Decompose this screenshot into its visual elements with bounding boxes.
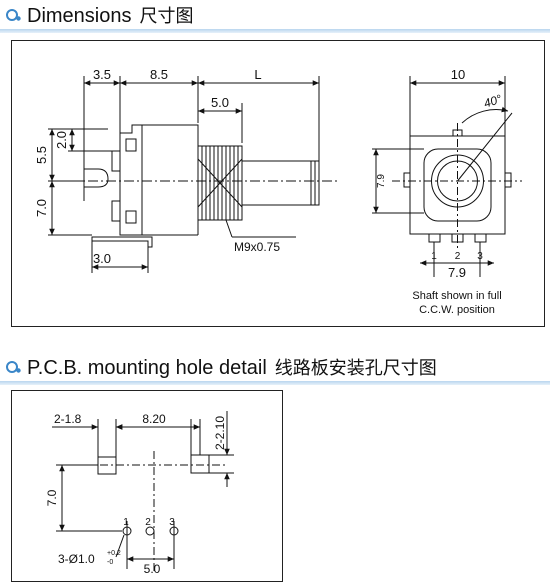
dim-L: L <box>254 67 261 82</box>
note-line-1: Shaft shown in full <box>412 290 501 302</box>
pcb-drawing: 2-1.8 8.20 2-2.10 7.0 1 2 3 3-Ø1.0 +0.2 … <box>45 411 234 576</box>
header-rule <box>0 381 550 385</box>
pcb-dim-2-2-10: 2-2.10 <box>213 416 227 450</box>
bullet-icon <box>6 361 21 373</box>
dim-10: 10 <box>451 67 465 82</box>
note-line-2: C.C.W. position <box>419 304 495 316</box>
pcb-hole-spec: 3-Ø1.0 <box>58 552 95 566</box>
angle-40: 40° <box>482 92 504 111</box>
dim-5-0: 5.0 <box>211 95 229 110</box>
dim-7-0: 7.0 <box>34 199 49 217</box>
dim-5-5: 5.5 <box>34 146 49 164</box>
dimensions-panel: 3.5 8.5 L 5.0 5.5 2.0 7.0 3.0 M9x0.75 10… <box>11 40 545 327</box>
pcb-dim-8-20: 8.20 <box>142 412 166 426</box>
bullet-icon <box>6 9 21 21</box>
pcb-tol-plus: +0.2 <box>107 550 121 557</box>
header-rule <box>0 29 550 33</box>
pcb-pin-3: 3 <box>169 517 175 528</box>
pcb-pin-1: 1 <box>123 517 129 528</box>
pcb-dim-5-0: 5.0 <box>144 562 161 576</box>
thread-label: M9x0.75 <box>234 240 280 254</box>
dim-3-0: 3.0 <box>93 251 111 266</box>
dim-2-0: 2.0 <box>54 131 69 149</box>
pcb-dim-7-0: 7.0 <box>45 489 59 506</box>
pcb-dim-2-1-8: 2-1.8 <box>54 412 82 426</box>
pin-2-label: 2 <box>455 251 461 262</box>
pin-1-label: 1 <box>431 251 437 262</box>
dimensions-drawing: 3.5 8.5 L 5.0 5.5 2.0 7.0 3.0 M9x0.75 10… <box>34 67 522 316</box>
pcb-panel: 2-1.8 8.20 2-2.10 7.0 1 2 3 3-Ø1.0 +0.2 … <box>11 390 283 582</box>
pcb-pin-2: 2 <box>145 517 151 528</box>
dim-8-5: 8.5 <box>150 67 168 82</box>
pcb-tol-minus: -0 <box>107 559 113 566</box>
dim-7-9-horizontal: 7.9 <box>448 265 466 280</box>
dim-3-5: 3.5 <box>93 67 111 82</box>
pin-3-label: 3 <box>477 251 483 262</box>
dim-7-9-vertical: 7.9 <box>376 174 387 188</box>
